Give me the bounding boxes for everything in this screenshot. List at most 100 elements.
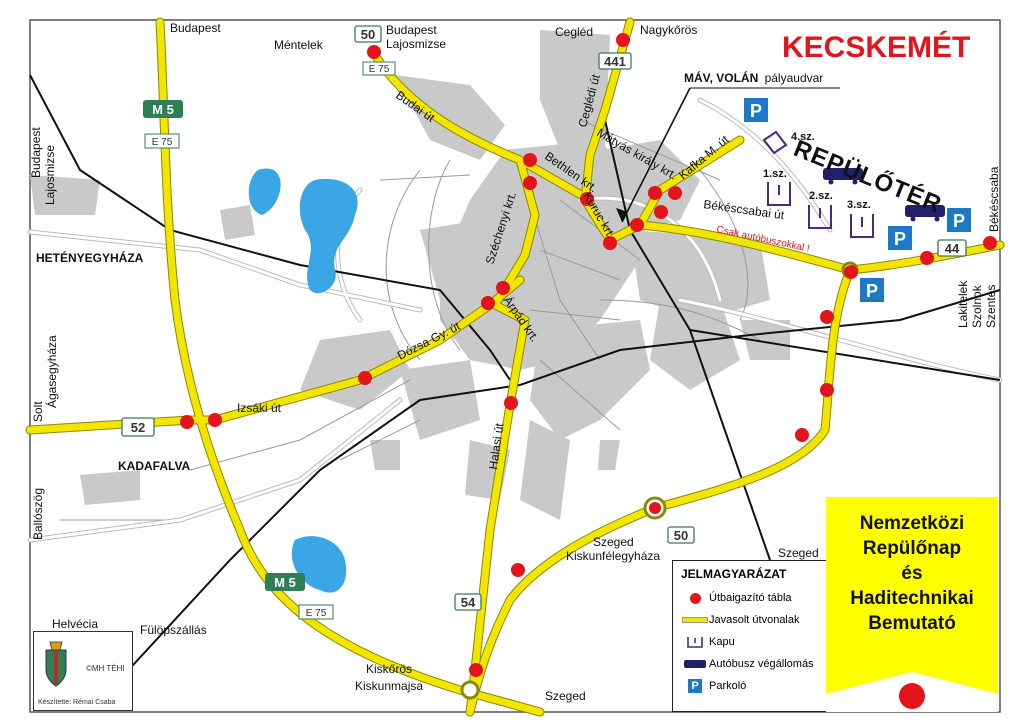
legend-item: P Parkoló (681, 675, 821, 697)
label-budapest-2: Budapest (386, 23, 437, 37)
parking-sign: P (744, 98, 768, 122)
e75-shield-top: E 75 (362, 61, 396, 76)
credit-mh: ©MH TÉHI (86, 664, 125, 673)
gate-4-icon (762, 130, 788, 155)
label-solt: Solt (31, 401, 45, 422)
gate-4-label: 4.sz. (791, 131, 815, 143)
street-izsaki: Izsáki út (237, 401, 282, 415)
parking-icon: P (688, 679, 702, 693)
direction-labels: Budapest Méntelek Budapest Lajosmizse Ce… (29, 21, 1001, 703)
parking-sign: P (947, 208, 971, 232)
label-hetenyegyhaza: HETÉNYEGYHÁZA (36, 250, 144, 265)
gate-2-icon (808, 205, 832, 229)
gate-1-icon (767, 182, 791, 206)
label-lajosmizse-left: Lajosmizse (43, 145, 57, 205)
event-line: és (901, 563, 923, 584)
m5-shield-bottom: M 5 (265, 573, 305, 591)
m5-shield-top: M 5 (143, 100, 183, 118)
city-title: KECSKEMÉT (782, 31, 971, 64)
svg-text:44: 44 (945, 241, 960, 256)
label-kiskunfelegyhaza: Kiskunfélegyháza (566, 549, 660, 563)
parking-sign: P (860, 278, 884, 302)
legend-item: Javasolt útvonalak (681, 609, 821, 631)
label-budapest-left: Budapest (29, 127, 43, 178)
label-szolnok: Szolnok (970, 284, 984, 328)
svg-text:50: 50 (674, 528, 688, 543)
label-lakitelek: Lakitelek (956, 280, 970, 328)
event-banner: Nemzetközi Repülőnap és Haditechnikai Be… (826, 497, 998, 712)
svg-text:E 75: E 75 (369, 64, 390, 75)
legend-item-label: Javasolt útvonalak (709, 614, 800, 626)
svg-text:441: 441 (604, 54, 626, 69)
label-kadafalva: KADAFALVA (118, 459, 191, 473)
credit-author: Készítette: Rémai Csaba (38, 699, 116, 706)
svg-text:P: P (953, 211, 965, 231)
legend-item: Kapu (681, 631, 821, 653)
road-441-shield: 441 (598, 52, 632, 70)
coat-of-arms-icon (45, 641, 67, 687)
svg-text:P: P (866, 281, 878, 301)
bus-icon (684, 660, 706, 668)
legend-item: Útbaigazító tábla (681, 587, 821, 609)
label-kiskunmajsa: Kiskunmajsa (355, 679, 423, 693)
minor-streets (60, 119, 761, 521)
red-circle-icon (899, 683, 925, 709)
event-line: Haditechnikai (850, 588, 974, 609)
road-44-shield: 44 (937, 239, 967, 257)
event-notch (826, 672, 998, 712)
label-nagykoros: Nagykőrös (640, 23, 697, 37)
legend-item-label: Útbaigazító tábla (709, 592, 792, 604)
svg-text:54: 54 (461, 595, 476, 610)
svg-text:P: P (750, 101, 762, 121)
gate-1-label: 1.sz. (763, 168, 787, 180)
gate-icon (687, 637, 703, 648)
water (248, 168, 358, 593)
label-bekescsaba: Békéscsaba (987, 166, 1001, 232)
svg-text:M 5: M 5 (274, 575, 296, 590)
label-kiskoros: Kiskőrös (366, 662, 412, 676)
route-line-icon (682, 617, 708, 623)
airport-gates: 4.sz. 1.sz. 2.sz. 3.sz. (762, 130, 874, 238)
svg-text:P: P (894, 229, 906, 249)
gate-3-label: 3.sz. (847, 199, 871, 211)
map-legend: JELMAGYARÁZAT Útbaigazító tábla Javasolt… (672, 560, 830, 712)
svg-text:50: 50 (361, 27, 375, 42)
bus-icon (905, 205, 945, 222)
legend-item: Autóbusz végállomás (681, 653, 821, 675)
road-54-shield: 54 (454, 593, 482, 611)
svg-text:E 75: E 75 (306, 608, 327, 619)
label-szeged-right: Szeged (778, 546, 819, 560)
road-50-shield: 50 (354, 25, 382, 43)
label-agasegyhaza: Ágasegyháza (44, 335, 59, 408)
station-label: MÁV, VOLÁN pályaudvar (616, 70, 840, 223)
label-cegled: Cegléd (555, 25, 593, 39)
urban-area (30, 30, 790, 520)
emblem-box: ©MH TÉHI Készítette: Rémai Csaba (33, 631, 133, 711)
bus-icon (823, 168, 863, 185)
event-line: Bemutató (868, 613, 956, 634)
legend-item-label: Parkoló (709, 680, 747, 692)
label-mentelek: Méntelek (274, 38, 324, 52)
signposts (180, 33, 997, 677)
e75-shield-left: E 75 (144, 133, 180, 149)
svg-text:E 75: E 75 (152, 137, 173, 148)
label-budapest-top: Budapest (170, 21, 221, 35)
svg-text:M 5: M 5 (152, 102, 174, 117)
label-fulopszallas: Fülöpszállás (140, 623, 207, 637)
legend-item-label: Kapu (709, 636, 735, 648)
parking-sign: P (888, 226, 912, 250)
signpost-dot-icon (689, 592, 701, 604)
svg-text:52: 52 (131, 420, 145, 435)
event-line: Repülőnap (862, 538, 962, 559)
bus-terminal-icons (823, 168, 945, 222)
label-szeged-bottom: Szeged (545, 689, 586, 703)
road-52-shield: 52 (121, 417, 155, 437)
label-balloszog: Ballószög (31, 488, 45, 540)
e75-shield-bottom: E 75 (298, 604, 334, 620)
gate-3-icon (850, 214, 874, 238)
roundabouts (460, 261, 859, 700)
gate-2-label: 2.sz. (809, 190, 833, 202)
label-helvecia: Helvécia (52, 617, 98, 631)
event-line: Nemzetközi (859, 513, 965, 534)
